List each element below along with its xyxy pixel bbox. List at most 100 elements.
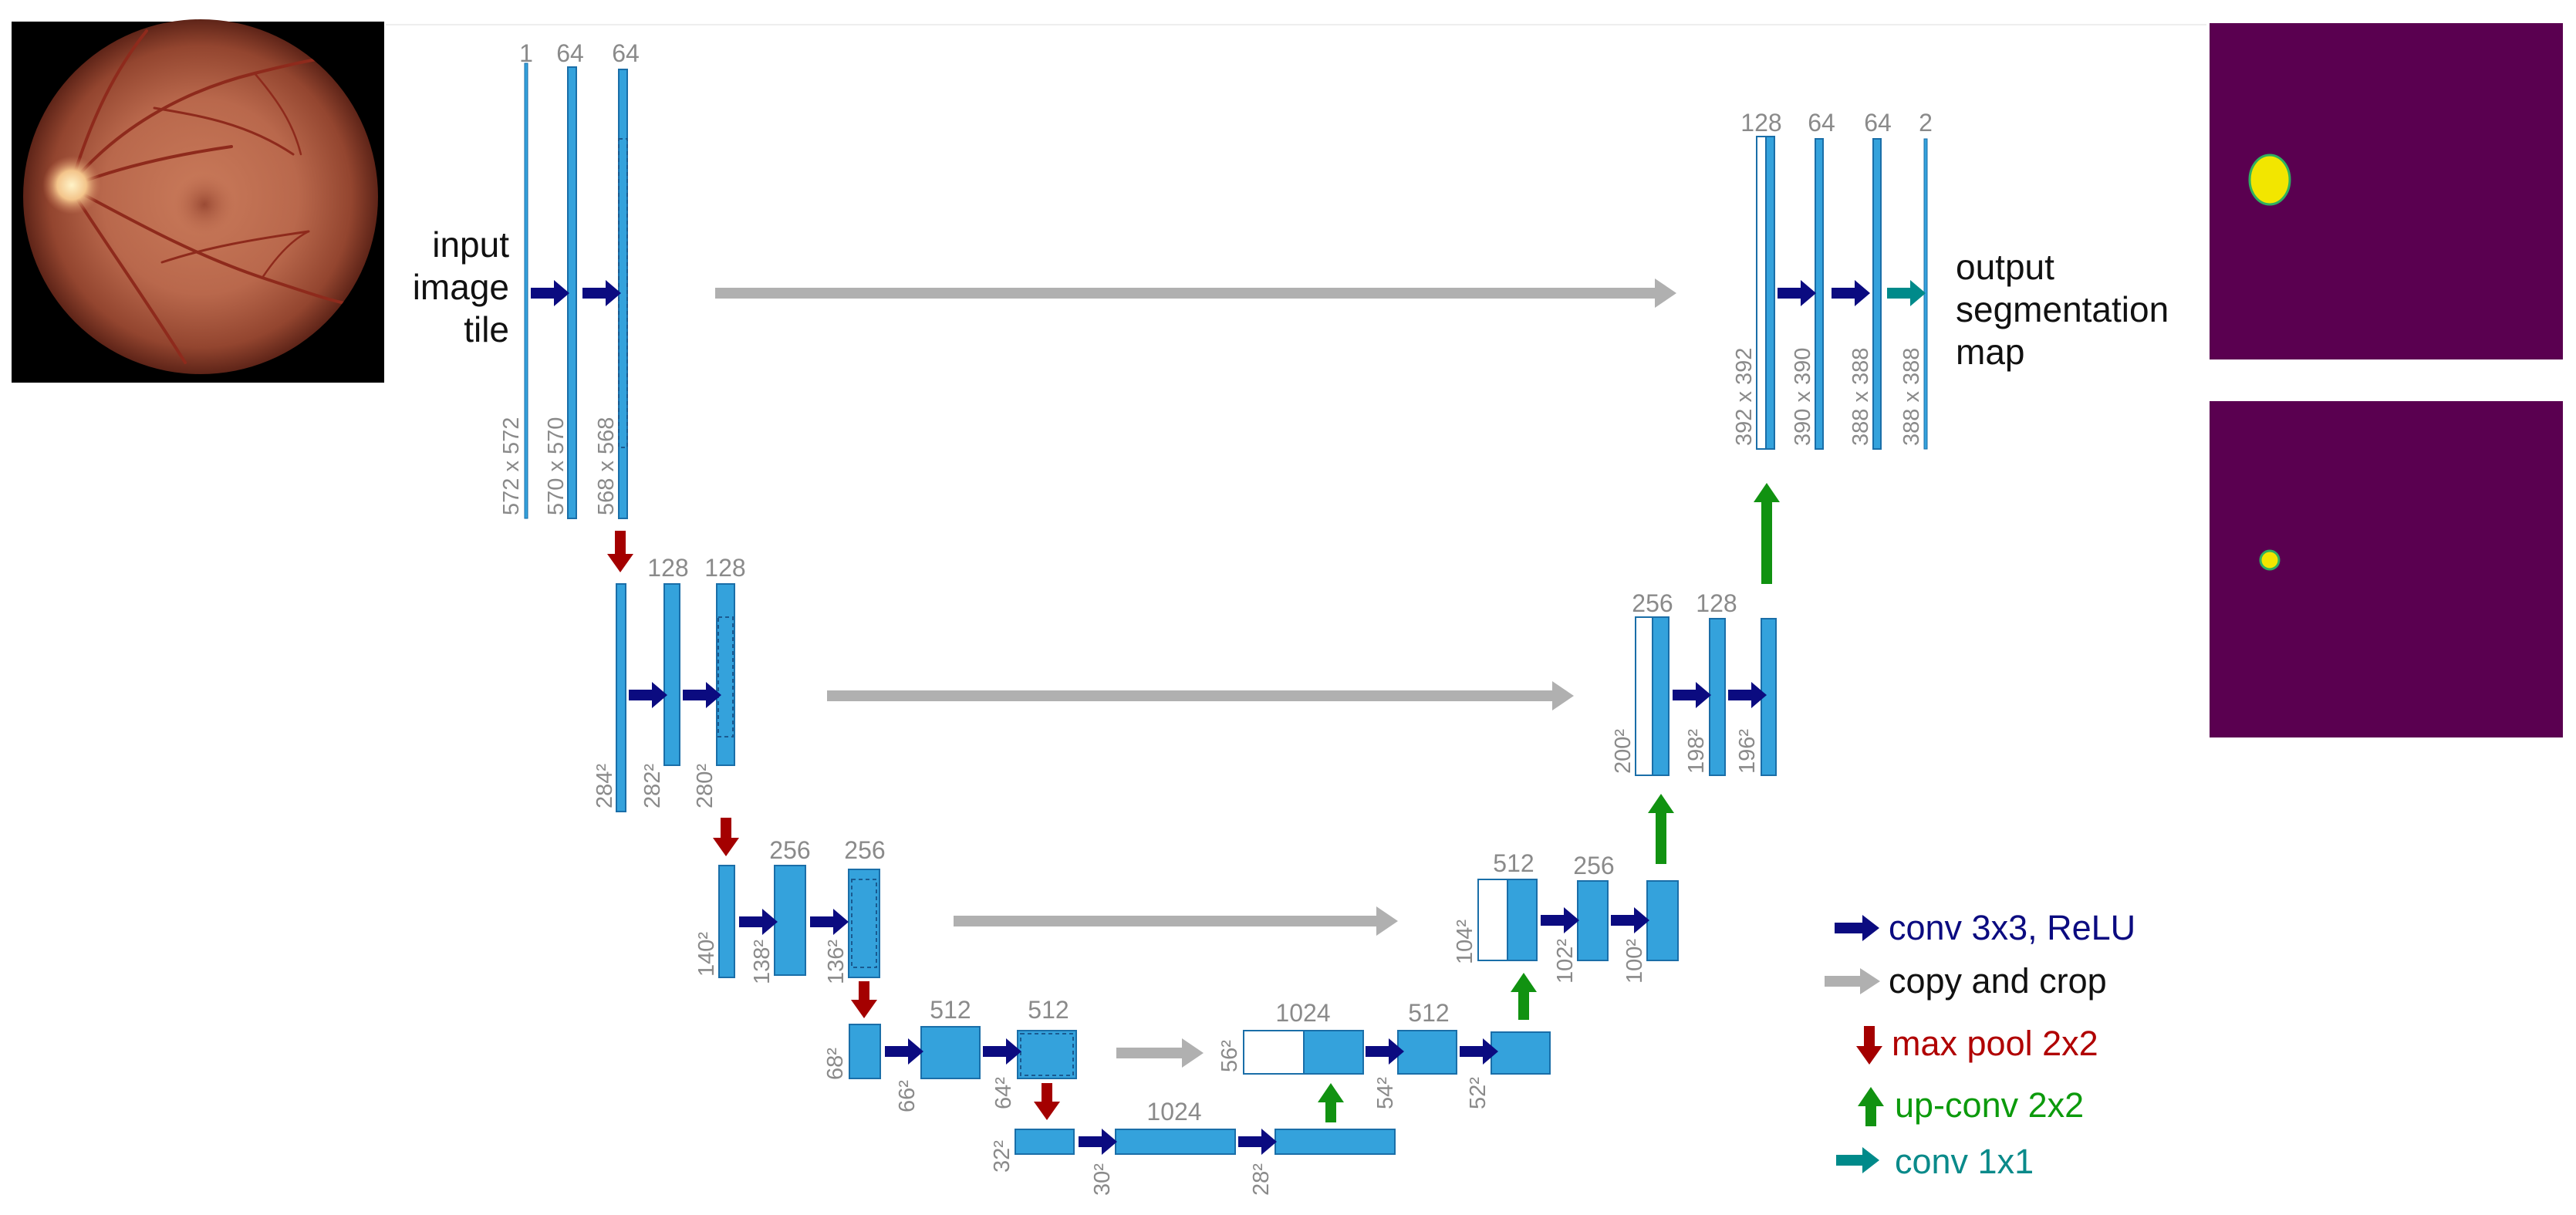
crop-marker-e2c	[717, 616, 734, 737]
size-label-d1a: 392 x 392	[1732, 348, 1757, 446]
size-label-e1b: 570 x 570	[544, 417, 569, 515]
feature-map-d3a-copy	[1477, 879, 1508, 961]
conv-arrow-d2-2	[1728, 682, 1767, 708]
feature-map-b1	[1015, 1129, 1075, 1155]
input-label-line2: image	[413, 267, 509, 307]
size-label-e3c: 136²	[824, 940, 849, 984]
conv-arrow-d2-1	[1673, 682, 1711, 708]
conv-arrows	[531, 280, 1870, 1155]
feature-map-d4b	[1397, 1030, 1457, 1075]
size-label-d2c: 196²	[1735, 729, 1760, 774]
feature-map-b3	[1274, 1129, 1396, 1155]
crop-marker-e4c	[1020, 1033, 1074, 1076]
feature-map-d2a-copy	[1635, 616, 1653, 776]
feature-map-d4c	[1491, 1031, 1551, 1075]
conv-arrow-b-1	[1079, 1129, 1117, 1155]
input-fundus-image	[12, 19, 384, 383]
legend-label-up: up-conv 2x2	[1895, 1085, 2084, 1125]
output-label-line3: map	[1956, 332, 2024, 372]
size-label-d2b: 198²	[1684, 729, 1709, 774]
channel-label-e3c: 256	[844, 836, 885, 864]
feature-map-d4a-copy	[1243, 1030, 1305, 1075]
legend: conv 3x3, ReLU copy and crop max pool 2x…	[1825, 908, 2135, 1181]
conv-arrow-d3-2	[1611, 907, 1649, 933]
conv-arrow-e2-2	[683, 682, 721, 708]
size-labels: 572 x 572 570 x 570 568 x 568 284² 282² …	[499, 348, 1924, 1196]
feature-map-e3a	[718, 865, 735, 978]
feature-map-e2c	[716, 583, 735, 766]
conv-arrow-e1-2	[582, 280, 621, 306]
conv-arrow-e4-1	[885, 1038, 923, 1065]
size-label-d1c: 388 x 388	[1848, 348, 1873, 446]
conv-arrow-d4-1	[1366, 1038, 1404, 1065]
legend-up-arrow	[1858, 1087, 1884, 1126]
feature-map-d1c	[1872, 138, 1882, 450]
channel-label-b2: 1024	[1146, 1098, 1201, 1126]
upconv-arrow-3	[1648, 794, 1674, 864]
pool-arrow-3	[851, 981, 877, 1018]
conv-arrow-e2-1	[629, 682, 667, 708]
copy-arrow-level3	[954, 906, 1398, 936]
size-label-e1a: 572 x 572	[499, 417, 524, 515]
output-mask-top	[2210, 23, 2563, 359]
channel-label-d3b: 256	[1573, 852, 1614, 879]
legend-item-up: up-conv 2x2	[1858, 1085, 2084, 1126]
channel-label-d1a: 128	[1740, 109, 1781, 137]
legend-item-pool: max pool 2x2	[1856, 1024, 2098, 1065]
legend-item-copy: copy and crop	[1825, 961, 2107, 1001]
feature-map-d1b	[1815, 138, 1824, 450]
channel-labels: 1 64 64 128 128 256 256 512 512 1024 102…	[519, 39, 1933, 1126]
feature-map-d3c	[1646, 880, 1679, 961]
legend-item-conv: conv 3x3, ReLU	[1835, 908, 2135, 947]
feature-map-d2a-up	[1652, 616, 1670, 776]
upconv-arrow-1	[1318, 1083, 1344, 1122]
feature-map-e1a	[524, 62, 528, 519]
channel-label-d4b: 512	[1408, 999, 1449, 1027]
size-label-d3a: 104²	[1453, 920, 1477, 964]
size-label-b2: 30²	[1090, 1163, 1115, 1196]
size-label-b3: 28²	[1249, 1163, 1274, 1196]
size-label-d4c: 52²	[1466, 1077, 1491, 1109]
channel-label-e1a: 1	[519, 39, 533, 67]
size-label-e4a: 68²	[823, 1048, 848, 1080]
size-label-e4c: 64²	[991, 1077, 1016, 1109]
pool-arrow-2	[713, 818, 739, 856]
legend-item-final: conv 1x1	[1836, 1142, 2034, 1181]
pool-arrows	[607, 531, 1060, 1120]
channel-label-e4b: 512	[930, 996, 971, 1024]
output-label-line1: output	[1956, 247, 2054, 287]
upconv-arrow-2	[1511, 973, 1537, 1020]
diagram-arrows	[531, 278, 1926, 1155]
channel-label-e3b: 256	[769, 836, 810, 864]
channel-label-d1c: 64	[1864, 109, 1892, 137]
conv-arrow-d3-1	[1541, 907, 1579, 933]
legend-final-arrow	[1836, 1147, 1879, 1173]
copy-arrows	[715, 278, 1676, 1068]
feature-map-e4b	[920, 1026, 981, 1079]
feature-map-d3b	[1577, 880, 1609, 961]
feature-map-e1b	[567, 66, 577, 519]
size-label-e3a: 140²	[694, 932, 719, 977]
upconv-arrows	[1318, 483, 1780, 1122]
legend-label-final: conv 1x1	[1895, 1142, 2034, 1181]
feature-map-d1a-up	[1765, 136, 1775, 450]
channel-label-e4c: 512	[1028, 996, 1069, 1024]
size-label-d3b: 102²	[1553, 939, 1578, 984]
size-label-d4b: 54²	[1373, 1077, 1398, 1109]
conv-arrow-e4-2	[983, 1038, 1021, 1065]
feature-map-e4a	[849, 1024, 881, 1079]
channel-label-e1c: 64	[612, 39, 640, 67]
feature-map-d3a-up	[1507, 879, 1538, 961]
channel-label-d3a: 512	[1493, 849, 1534, 877]
conv-arrow-b-2	[1238, 1129, 1277, 1155]
legend-conv-arrow	[1835, 915, 1879, 941]
feature-map-e3c	[848, 869, 880, 978]
input-label-line1: input	[432, 224, 509, 265]
pool-arrow-1	[607, 531, 633, 572]
feature-map-e2a	[616, 583, 626, 812]
channel-label-e2b: 128	[647, 554, 688, 582]
size-label-e3b: 138²	[750, 940, 775, 984]
channel-label-e2c: 128	[704, 554, 745, 582]
copy-arrow-level1	[715, 278, 1676, 308]
